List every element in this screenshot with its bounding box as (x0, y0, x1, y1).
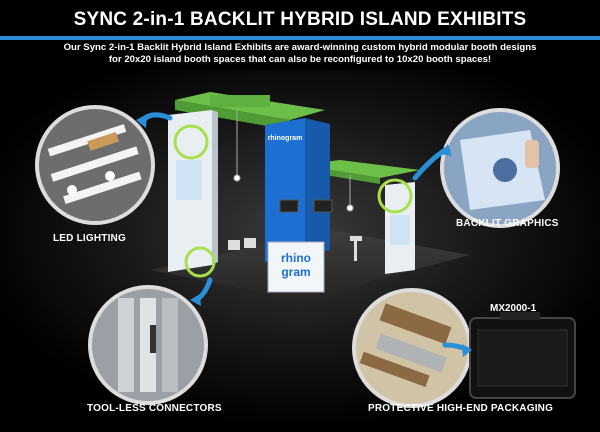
canopy-front (175, 100, 290, 130)
tower-right-graphic (390, 215, 410, 245)
label-backlit-graphics: BACKLIT GRAPHICS (456, 218, 559, 229)
monitor-left (279, 199, 299, 213)
tower-center (265, 118, 305, 262)
label-packaging: PROTECTIVE HIGH-END PACKAGING (368, 403, 554, 414)
label-led-lighting: LED LIGHTING (53, 233, 126, 244)
tower-left-graphic (176, 160, 202, 200)
reception-counter (267, 241, 325, 293)
header: SYNC 2-in-1 BACKLIT HYBRID ISLAND EXHIBI… (0, 0, 600, 36)
furniture (228, 236, 362, 261)
arrow-heads (136, 114, 472, 357)
accent-divider (0, 36, 600, 40)
tower-left-side (212, 110, 218, 265)
highlight-rings (173, 124, 413, 278)
backlit-graphics-inset (440, 108, 560, 228)
packaging-inset (352, 288, 472, 408)
subtitle-line-2: for 20x20 island booth spaces that can a… (108, 54, 492, 65)
counter-brand-word-2: gram (281, 265, 310, 279)
counter-brand-word-1: rhino (281, 251, 311, 265)
connectors-inset (88, 285, 208, 405)
magnifier-circle-icon-1 (173, 124, 209, 160)
booth-illustration: rhinogram rhino gram (0, 70, 600, 427)
tower-center-side (305, 118, 330, 255)
tower-brand-text: rhinogram (268, 135, 303, 142)
case-model-label: MX2000-1 (490, 303, 537, 314)
led-lighting-inset (35, 105, 155, 225)
shipping-case (469, 312, 576, 399)
page-subtitle: Our Sync 2-in-1 Backlit Hybrid Island Ex… (10, 42, 590, 66)
label-toolless-connectors: TOOL-LESS CONNECTORS (87, 403, 222, 414)
subtitle-line-1: Our Sync 2-in-1 Backlit Hybrid Island Ex… (63, 42, 537, 53)
canopy-beam (210, 95, 270, 107)
page-title: SYNC 2-in-1 BACKLIT HYBRID ISLAND EXHIBI… (73, 9, 527, 30)
magnifier-circle-icon-2 (377, 178, 413, 214)
pendant-lights (233, 110, 354, 212)
monitor-right (313, 199, 333, 213)
booth-scene: rhinogram rhino gram (0, 70, 600, 427)
magnifier-circle-icon-3 (184, 246, 216, 278)
